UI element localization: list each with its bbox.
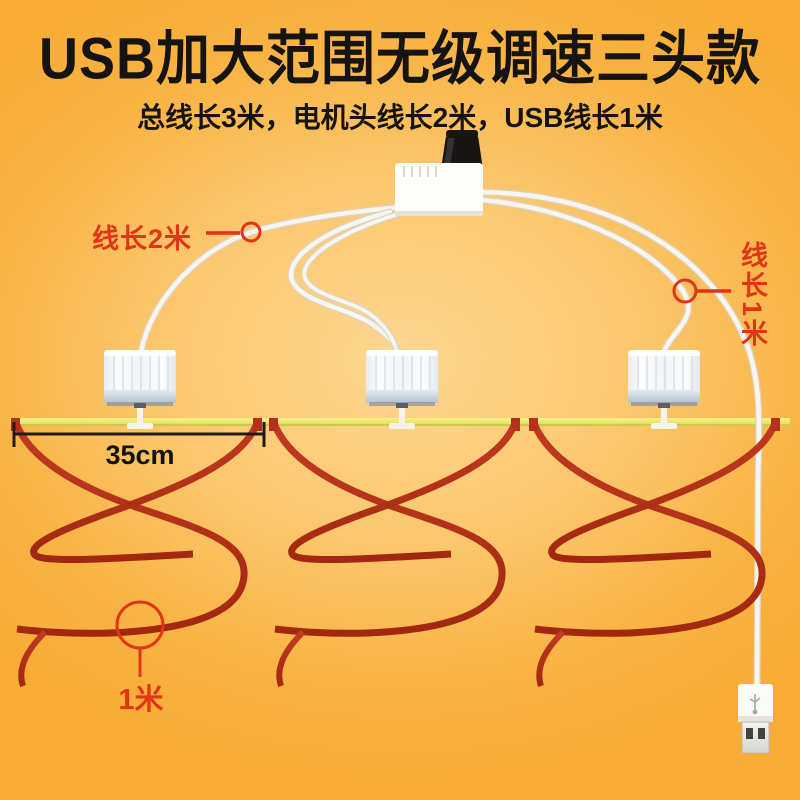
cables <box>137 188 763 690</box>
usb-cable <box>479 188 763 690</box>
motor-cable-middle-loop <box>287 208 403 358</box>
motor-head-middle <box>366 350 438 429</box>
motor-head-right <box>628 350 700 429</box>
callout-cable-2m <box>206 221 262 243</box>
usb-plug <box>738 684 773 754</box>
page-subtitle: 总线长3米，电机头线长2米，USB线长1米 <box>137 102 663 133</box>
page-title: USB加大范围无级调速三头款 <box>38 26 761 92</box>
callout-ribbon-1m <box>115 600 165 677</box>
motor-cable-right <box>479 196 692 356</box>
ribbon-group-middle <box>269 418 520 686</box>
cable-1m-right-label: 线长1米 <box>737 241 767 350</box>
bar-width-label: 35cm <box>105 440 175 470</box>
speed-controller <box>395 130 483 216</box>
motor-head-left <box>104 350 176 429</box>
bar-width-measurement <box>12 422 266 447</box>
callouts <box>115 221 731 677</box>
cable-2m-label: 线长2米 <box>92 224 193 254</box>
ribbon-group-right <box>529 418 780 686</box>
callout-cable-1m-right <box>672 278 731 304</box>
controller-body <box>395 163 483 216</box>
usb-trident-icon <box>749 694 761 715</box>
motor-cable-left <box>137 203 404 356</box>
ribbon-1m-label: 1米 <box>118 684 164 716</box>
